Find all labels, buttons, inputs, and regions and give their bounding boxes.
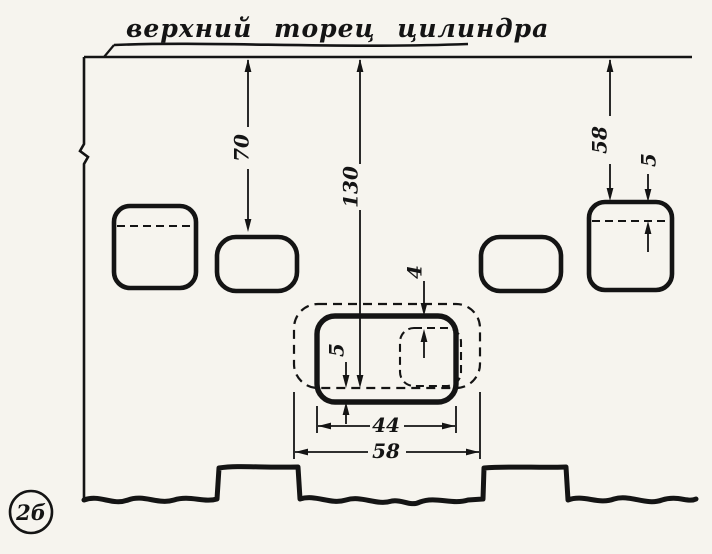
- arrow-left-icon: [318, 422, 331, 430]
- dimension-130: 130: [339, 59, 364, 388]
- dimension-5-center: 5: [325, 343, 350, 424]
- port-right-outer: [586, 199, 675, 293]
- dimension-5-right: 5: [637, 153, 661, 252]
- caption-group: верхний торец цилиндра: [103, 14, 549, 58]
- figure-label-text: 2б: [15, 500, 46, 525]
- dimension-5-center-label: 5: [325, 343, 349, 357]
- arrow-right-icon: [466, 448, 479, 456]
- arrow-up-icon: [420, 329, 428, 342]
- arrow-down-icon: [244, 219, 252, 232]
- dimension-44-label: 44: [372, 413, 400, 437]
- dimension-58-right: 58: [588, 59, 614, 201]
- exhaust-window-dashed-outline: [292, 302, 482, 390]
- arrow-right-icon: [442, 422, 455, 430]
- exhaust-window-group: [292, 302, 482, 405]
- dimension-44-extension-lines: [316, 406, 457, 433]
- caption-leader-tick: [103, 44, 115, 58]
- dimension-5-right-label: 5: [637, 153, 661, 167]
- dimension-58-bottom: 58: [293, 392, 481, 463]
- arrow-down-icon: [644, 189, 652, 202]
- dimension-58-bottom-label: 58: [372, 439, 400, 463]
- dimension-44: 44: [316, 406, 457, 437]
- arrow-up-icon: [342, 402, 350, 415]
- cylinder-wall-broken-profile: [81, 464, 699, 507]
- arrow-up-icon: [244, 59, 252, 72]
- caption-upper-cylinder-face: верхний торец цилиндра: [126, 14, 549, 43]
- dimension-70-label: 70: [230, 134, 254, 162]
- dimension-58-bottom-extension-lines: [293, 392, 481, 459]
- arrow-down-icon: [342, 375, 350, 388]
- arrow-up-icon: [644, 221, 652, 234]
- arrow-down-icon: [420, 303, 428, 316]
- caption-underline: [113, 42, 469, 48]
- dimension-70: 70: [230, 59, 254, 232]
- port-left-inner: [214, 234, 300, 294]
- dimension-58-right-label: 58: [588, 126, 612, 154]
- exhaust-window-solid: [314, 313, 459, 405]
- port-right-inner: [478, 234, 564, 294]
- port-left-outer: [111, 203, 199, 291]
- arrow-down-icon: [606, 188, 614, 201]
- cylinder-outline-group: [78, 55, 692, 500]
- arrow-up-icon: [356, 59, 364, 72]
- arrow-down-icon: [356, 375, 364, 388]
- ports-group: [111, 199, 675, 294]
- arrow-up-icon: [606, 59, 614, 72]
- dimension-4-label: 4: [403, 265, 427, 279]
- dimension-130-label: 130: [339, 166, 363, 208]
- figure-label-circle: [8, 489, 54, 535]
- dimension-4-center: 4: [403, 265, 428, 358]
- arrow-left-icon: [295, 448, 308, 456]
- exhaust-window-dashed-alt: [398, 326, 463, 388]
- figure-label-group: 2б: [8, 489, 54, 535]
- cylinder-left-border-line: [78, 57, 90, 500]
